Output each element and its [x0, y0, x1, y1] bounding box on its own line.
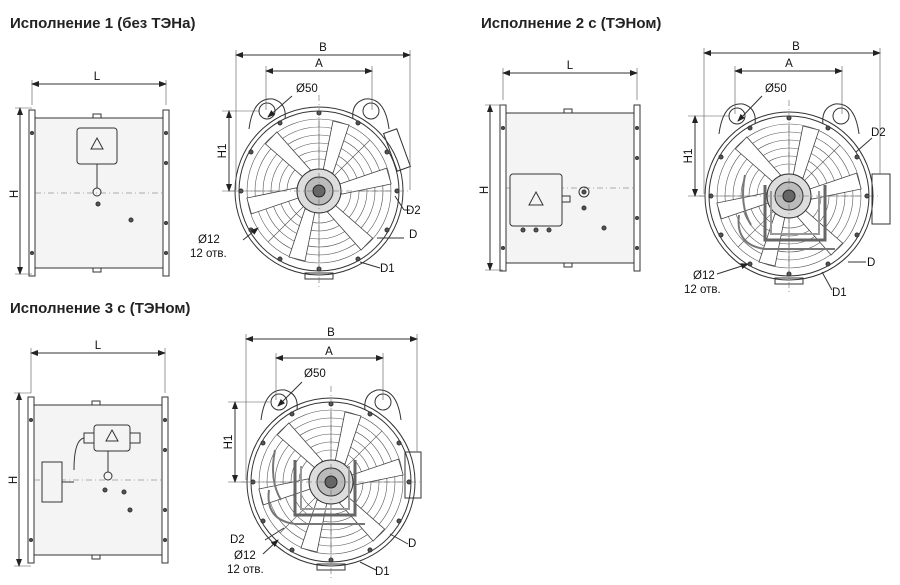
v3-dim-D2: D2: [230, 534, 245, 546]
v1-dim-A: A: [315, 58, 323, 70]
v2-dim-holes-count: 12 отв.: [684, 284, 721, 296]
v3-dim-A: A: [325, 346, 333, 358]
v2-dim-D1: D1: [832, 287, 847, 299]
v3-dim-hole50: Ø50: [304, 368, 326, 380]
v3-dim-H: H: [8, 476, 20, 484]
v1-dim-hole50: Ø50: [296, 83, 318, 95]
title-version-3: Исполнение 3 с (ТЭНом): [10, 300, 190, 317]
v3-dim-hole12: Ø12: [234, 550, 256, 562]
v1-dim-D2: D2: [406, 205, 421, 217]
v1-dim-B: B: [319, 42, 327, 54]
title-version-2: Исполнение 2 с (ТЭНом): [481, 15, 661, 32]
v2-side-view: [485, 68, 641, 272]
v2-dim-A: A: [785, 58, 793, 70]
v3-dim-holes-count: 12 отв.: [227, 564, 264, 576]
v1-dim-hole12: Ø12: [198, 234, 220, 246]
v2-dim-B: B: [792, 41, 800, 53]
v3-front-view: [228, 334, 422, 579]
v1-front-view: [222, 50, 412, 288]
v2-dim-D2: D2: [871, 127, 886, 139]
v2-dim-D: D: [867, 257, 875, 269]
v1-dim-D: D: [409, 229, 417, 241]
v1-dim-holes-count: 12 отв.: [190, 248, 227, 260]
v2-dim-H: H: [479, 186, 491, 194]
v2-dim-H1: H1: [683, 149, 695, 164]
v1-dim-H1: H1: [217, 144, 229, 159]
v3-dim-D1: D1: [375, 566, 390, 578]
v3-dim-H1: H1: [223, 435, 235, 450]
v1-dim-H: H: [9, 190, 21, 198]
v1-dim-D1: D1: [380, 263, 395, 275]
v1-side-view: [15, 80, 170, 277]
v3-dim-B: B: [327, 327, 335, 339]
title-version-1: Исполнение 1 (без ТЭНа): [10, 15, 195, 32]
v3-side-view: [14, 348, 169, 567]
v2-dim-L: L: [567, 60, 574, 72]
v2-front-view: [688, 48, 891, 293]
v3-dim-L: L: [95, 340, 102, 352]
v2-dim-hole12: Ø12: [693, 270, 715, 282]
v3-dim-D: D: [408, 538, 416, 550]
v1-dim-L: L: [94, 71, 101, 83]
v2-dim-hole50: Ø50: [765, 83, 787, 95]
